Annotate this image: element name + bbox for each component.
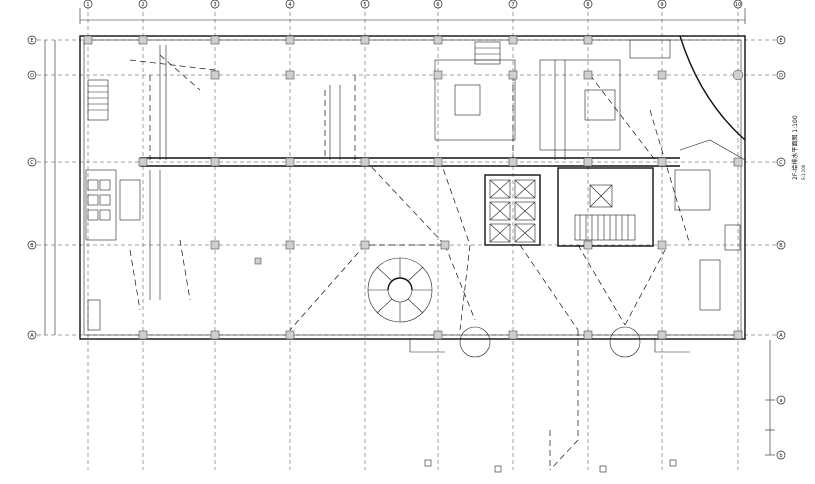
- drawing-title: 2F-给排水平面图 1:100: [792, 115, 799, 180]
- axis-label: 7: [511, 2, 514, 8]
- column-axis-bubble: 3: [210, 0, 220, 9]
- column-axis-bubble: 10: [733, 0, 743, 9]
- spiral-staircase: [367, 257, 433, 323]
- entrance-round-columns: [409, 326, 690, 358]
- axis-label: 2: [141, 2, 144, 8]
- row-axis-bubble: D: [776, 70, 786, 80]
- column-axis-bubble: 7: [508, 0, 518, 9]
- column-axis-bubble: 6: [433, 0, 443, 9]
- row-axis-bubble: D: [27, 70, 37, 80]
- upper-service-rooms: [434, 39, 671, 151]
- right-stair-core: [557, 167, 654, 247]
- axis-label: A: [779, 333, 783, 339]
- row-axis-bubble: b: [776, 450, 786, 460]
- axis-label: A: [30, 333, 34, 339]
- row-axis-bubble: a: [776, 395, 786, 405]
- row-axis-bubble: C: [27, 157, 37, 167]
- axis-label: 5: [363, 2, 366, 8]
- elevator-core: [484, 174, 541, 246]
- row-axis-bubble: A: [27, 330, 37, 340]
- axis-label: E: [779, 38, 782, 44]
- row-axis-bubble: A: [776, 330, 786, 340]
- grid-lines: [30, 5, 785, 470]
- axis-label: C: [30, 160, 34, 166]
- axis-label: 1: [86, 2, 89, 8]
- column-axis-bubble: 1: [83, 0, 93, 9]
- column-axis-bubbles: 1 2 3 4 5 6 7 8 9 10: [83, 0, 743, 9]
- axis-label: D: [779, 73, 783, 79]
- drawing-scale: S:1:100: [801, 164, 806, 180]
- axis-label: E: [30, 38, 33, 44]
- axis-label: 4: [288, 2, 291, 8]
- riser-markers: [149, 45, 566, 300]
- row-axis-bubble: E: [27, 35, 37, 45]
- pipe-routes: [129, 54, 691, 471]
- column-axis-bubble: 8: [583, 0, 593, 9]
- site-markers: [424, 459, 677, 473]
- axis-label: C: [779, 160, 783, 166]
- axis-label: b: [779, 453, 782, 459]
- axis-label: 8: [586, 2, 589, 8]
- axis-label: a: [779, 398, 782, 404]
- axis-label: D: [30, 73, 34, 79]
- left-dimension-line: [44, 40, 56, 335]
- right-row-axis-bubbles: E D C B Aa b: [776, 35, 786, 460]
- column-axis-bubble: 4: [285, 0, 295, 9]
- axis-label: B: [779, 243, 783, 249]
- structural-columns: [83, 35, 744, 340]
- column-axis-bubble: 9: [657, 0, 667, 9]
- top-dimension-line: [79, 8, 746, 24]
- row-axis-bubble: C: [776, 157, 786, 167]
- right-dimension-line: [765, 340, 775, 456]
- axis-label: 6: [436, 2, 439, 8]
- row-axis-bubble: B: [776, 240, 786, 250]
- axis-label: 9: [660, 2, 663, 8]
- east-rooms: [674, 139, 746, 311]
- axis-label: 10: [735, 2, 741, 8]
- axis-label: B: [30, 243, 34, 249]
- row-axis-bubble: E: [776, 35, 786, 45]
- row-axis-bubble: B: [27, 240, 37, 250]
- drawing-title-block: 2F-给排水平面图 1:100 S:1:100: [790, 115, 806, 180]
- left-service-core: [85, 79, 141, 331]
- column-axis-bubble: 5: [360, 0, 370, 9]
- left-row-axis-bubbles: E D C B A: [27, 35, 37, 340]
- axis-label: 3: [213, 2, 216, 8]
- column-axis-bubble: 2: [138, 0, 148, 9]
- exterior-walls: [79, 35, 746, 340]
